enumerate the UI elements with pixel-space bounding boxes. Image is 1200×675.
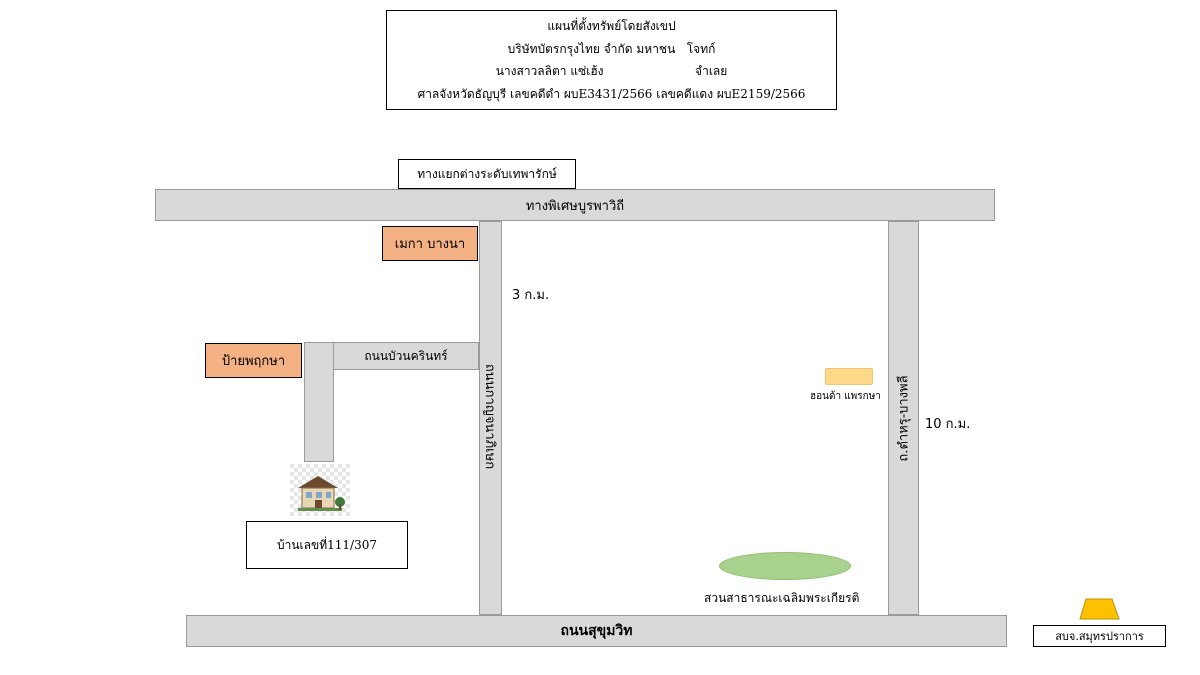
- office-marker-icon: [1078, 598, 1122, 620]
- map-title: แผนที่ตั้งทรัพย์โดยสังเขป: [547, 19, 676, 34]
- park-shape: [719, 552, 851, 580]
- case-number-line: ศาลจังหวัดธัญบุรี เลขคดีดำ ผบE3431/2566 …: [417, 86, 806, 101]
- honda-label: ฮอนด้า แพรกษา: [810, 391, 881, 402]
- tamru-label: ถ.ตำหรุ-บางพลี: [896, 374, 912, 462]
- sukhumvit-label: ถนนสุขุมวิท: [560, 623, 633, 639]
- distance-10km: 10 ก.ม.: [925, 417, 971, 432]
- tamru-road: [888, 221, 919, 615]
- sukhumvit-road: ถนนสุขุมวิท: [186, 615, 1007, 647]
- defendant-line: นางสาวลลิตา แซ่เฮ้ง จำเลย: [495, 64, 728, 79]
- office-label-box: สบจ.สมุทรปราการ: [1033, 625, 1166, 647]
- honda-marker: [825, 368, 873, 385]
- distance-3km: 3 ก.ม.: [512, 288, 550, 303]
- house-access-road: [304, 342, 334, 462]
- park-label: สวนสาธารณะเฉลิมพระเกียรติ: [704, 591, 860, 605]
- house-icon: [290, 464, 350, 516]
- interchange-label: ทางแยกต่างระดับเทพารักษ์: [398, 159, 576, 189]
- expressway-label: ทางพิเศษบูรพาวิถี: [525, 198, 625, 214]
- expressway-road: ทางพิเศษบูรพาวิถี: [155, 189, 995, 221]
- kanchanaphisek-label-wrap: ถนนกาญจนาภิเษก: [431, 363, 551, 468]
- kanchanaphisek-road: [479, 221, 502, 615]
- house-label-box: บ้านเลขที่111/307: [246, 521, 408, 569]
- mega-bangna-box: เมกา บางนา: [382, 226, 478, 261]
- bunsiri-label: ถนนบัวนครินทร์: [364, 348, 448, 363]
- map-info-box: แผนที่ตั้งทรัพย์โดยสังเขป บริษัทบัตรกรุง…: [386, 10, 837, 110]
- plaintiff-line: บริษัทบัตรกรุงไทย จำกัด มหาชน โจทก์: [507, 41, 716, 56]
- bunsiri-road: ถนนบัวนครินทร์: [333, 342, 479, 370]
- kanchanaphisek-label: ถนนกาญจนาภิเษก: [482, 363, 498, 469]
- prueksa-sign-box: ป้ายพฤกษา: [205, 343, 302, 378]
